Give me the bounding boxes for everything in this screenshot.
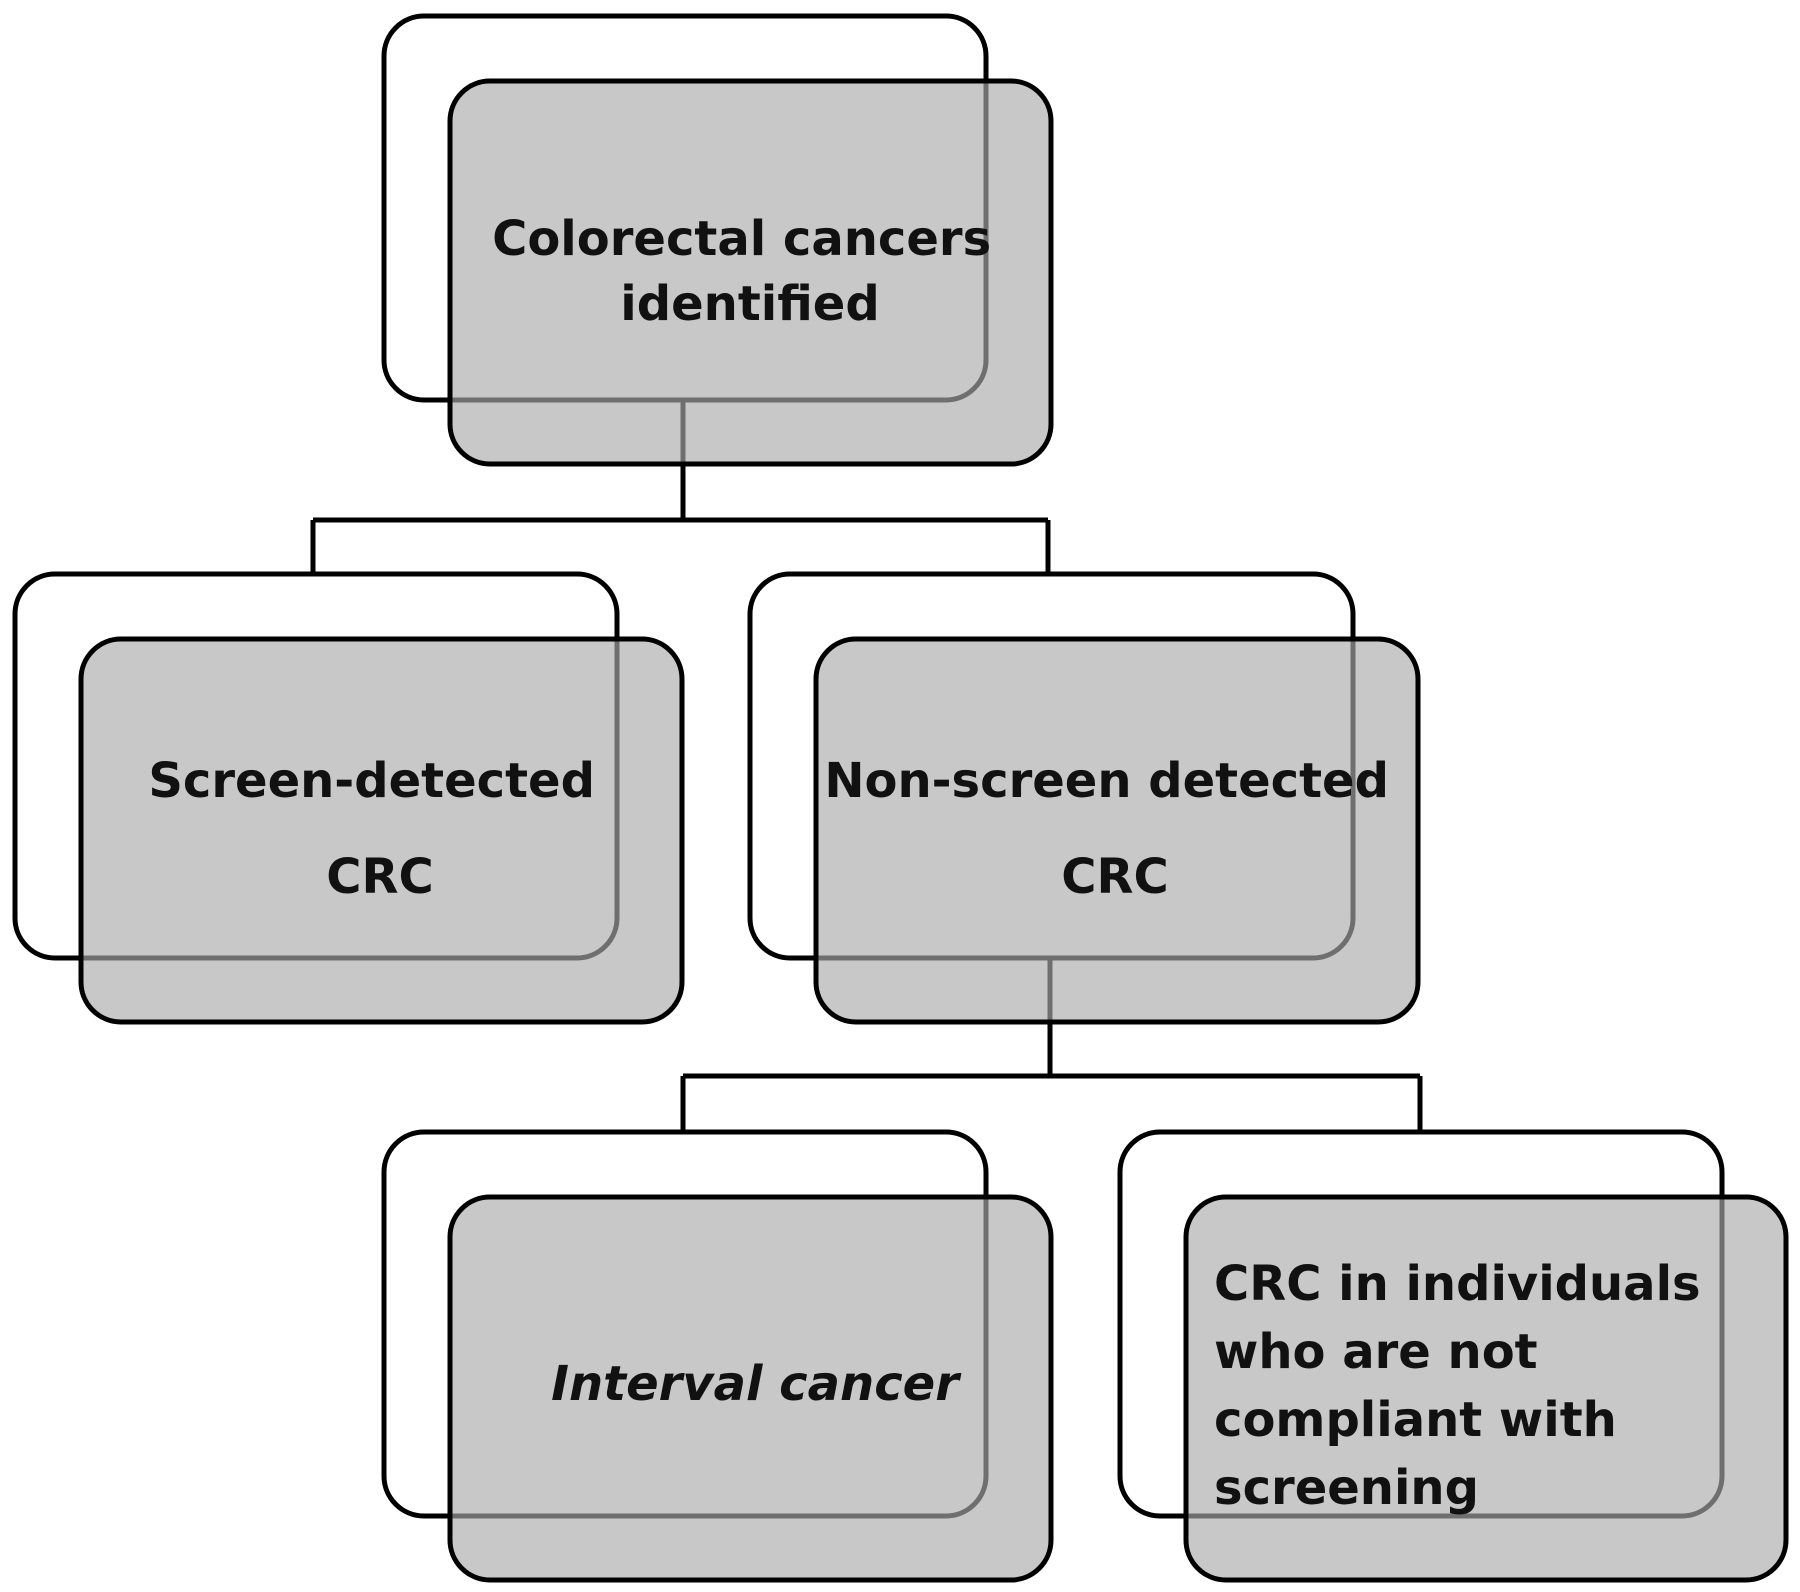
node-label-line: identified — [620, 276, 879, 332]
node-label-line: CRC — [326, 849, 433, 905]
node-screen-detected-crc: Screen-detected CRC — [12, 571, 685, 1025]
node-crc-in-non-compliant-individuals: CRC in individuals who are not compliant… — [1117, 1129, 1789, 1583]
node-interval-cancer: Interval cancer — [381, 1129, 1054, 1583]
node-front-card — [447, 78, 1054, 467]
node-non-screen-detected-crc: Non-screen detected CRC — [747, 571, 1421, 1025]
node-colorectal-cancers-identified: Colorectal cancers identified — [381, 13, 1054, 467]
node-front-card — [78, 636, 685, 1025]
node-front-card — [813, 636, 1421, 1025]
node-label-line: compliant with — [1214, 1392, 1617, 1448]
node-label-line: who are not — [1214, 1324, 1538, 1380]
node-label: Non-screen detected CRC — [824, 753, 1405, 905]
node-front-card — [447, 1194, 1054, 1583]
node-label: Interval cancer — [551, 1356, 962, 1412]
node-label-line: Screen-detected — [148, 753, 595, 809]
node-label-line: screening — [1214, 1460, 1479, 1516]
node-label-line: Interval cancer — [551, 1356, 962, 1412]
node-label: Colorectal cancers identified — [492, 211, 1008, 332]
node-label: CRC in individuals who are not compliant… — [1214, 1256, 1717, 1516]
node-front-card — [1183, 1194, 1789, 1583]
node-label-line: Colorectal cancers — [492, 211, 991, 267]
node-label-line: CRC — [1061, 849, 1168, 905]
node-label: Screen-detected CRC — [148, 753, 611, 905]
node-label-line: CRC in individuals — [1214, 1256, 1701, 1312]
node-label-line: Non-screen detected — [824, 753, 1389, 809]
